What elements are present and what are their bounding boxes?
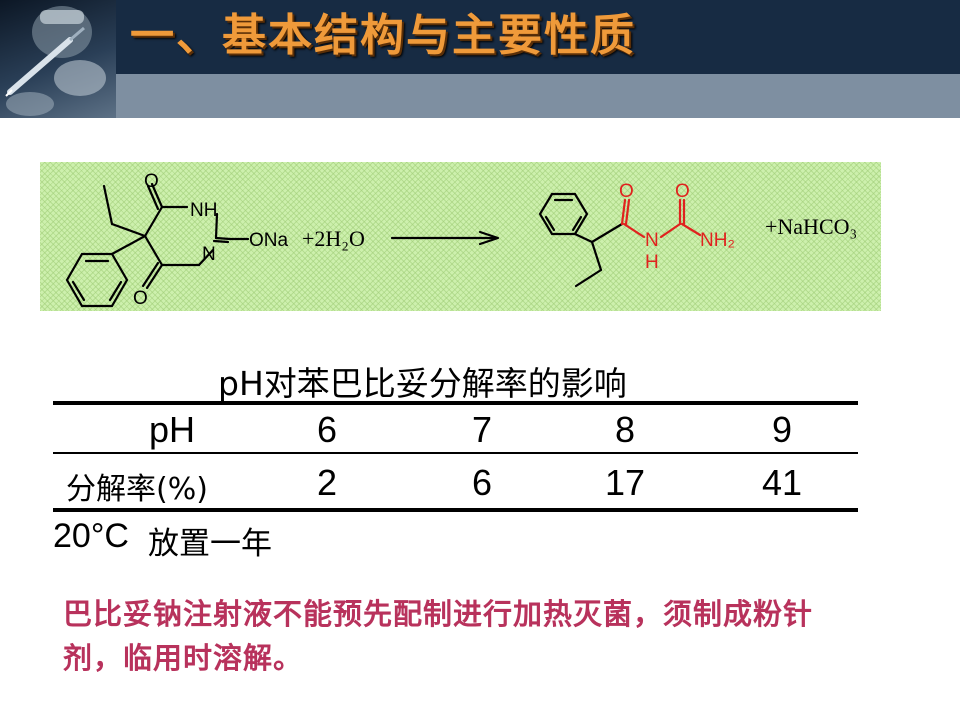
atom-label: NH₂ [700,230,735,251]
atom-label: N [202,244,216,265]
rate-value: 41 [761,462,803,503]
atom-label: O [675,181,690,202]
water-term: +2H₂O [302,226,365,251]
rate-value: 17 [604,462,646,503]
table-title: pH对苯巴比妥分解率的影响 [218,364,627,403]
conclusion-note: 巴比妥钠注射液不能预先配制进行加热灭菌，须制成粉针剂，临用时溶解。 [63,597,814,675]
atom-label: O [133,288,148,309]
ph-value: 9 [771,409,793,450]
condition-temperature: 20°C [53,517,129,555]
atom-label: H [645,252,659,273]
atom-label: NH [190,200,217,221]
rate-value: 6 [471,462,493,503]
atom-label: O [619,181,634,202]
ph-value: 8 [614,409,636,450]
ph-header: pH [148,409,196,450]
reaction-scheme: O NH ONa N O +2H₂O O O N H NH₂ +NaHCO₃ [40,162,881,311]
rate-header: 分解率(%) [66,472,208,507]
atom-label: ONa [249,230,289,251]
header-band [0,0,960,74]
byproduct-term: +NaHCO₃ [765,214,857,239]
rate-value: 2 [316,462,338,503]
header-accent-strip [116,74,960,118]
atom-label: O [144,171,159,192]
condition-duration: 放置一年 [148,526,272,562]
table-bottom-rule [53,508,858,512]
table-top-rule [53,401,858,405]
reaction-diagram: O NH ONa N O +2H₂O O O N H NH₂ +NaHCO₃ [65,171,857,309]
page-title: 一、基本结构与主要性质 [130,10,636,61]
atom-label: N [645,230,659,251]
syringe-icon [5,6,106,116]
table-mid-rule [53,452,858,454]
ph-value: 6 [316,409,338,450]
ph-value: 7 [471,409,493,450]
medical-photo [0,0,116,118]
